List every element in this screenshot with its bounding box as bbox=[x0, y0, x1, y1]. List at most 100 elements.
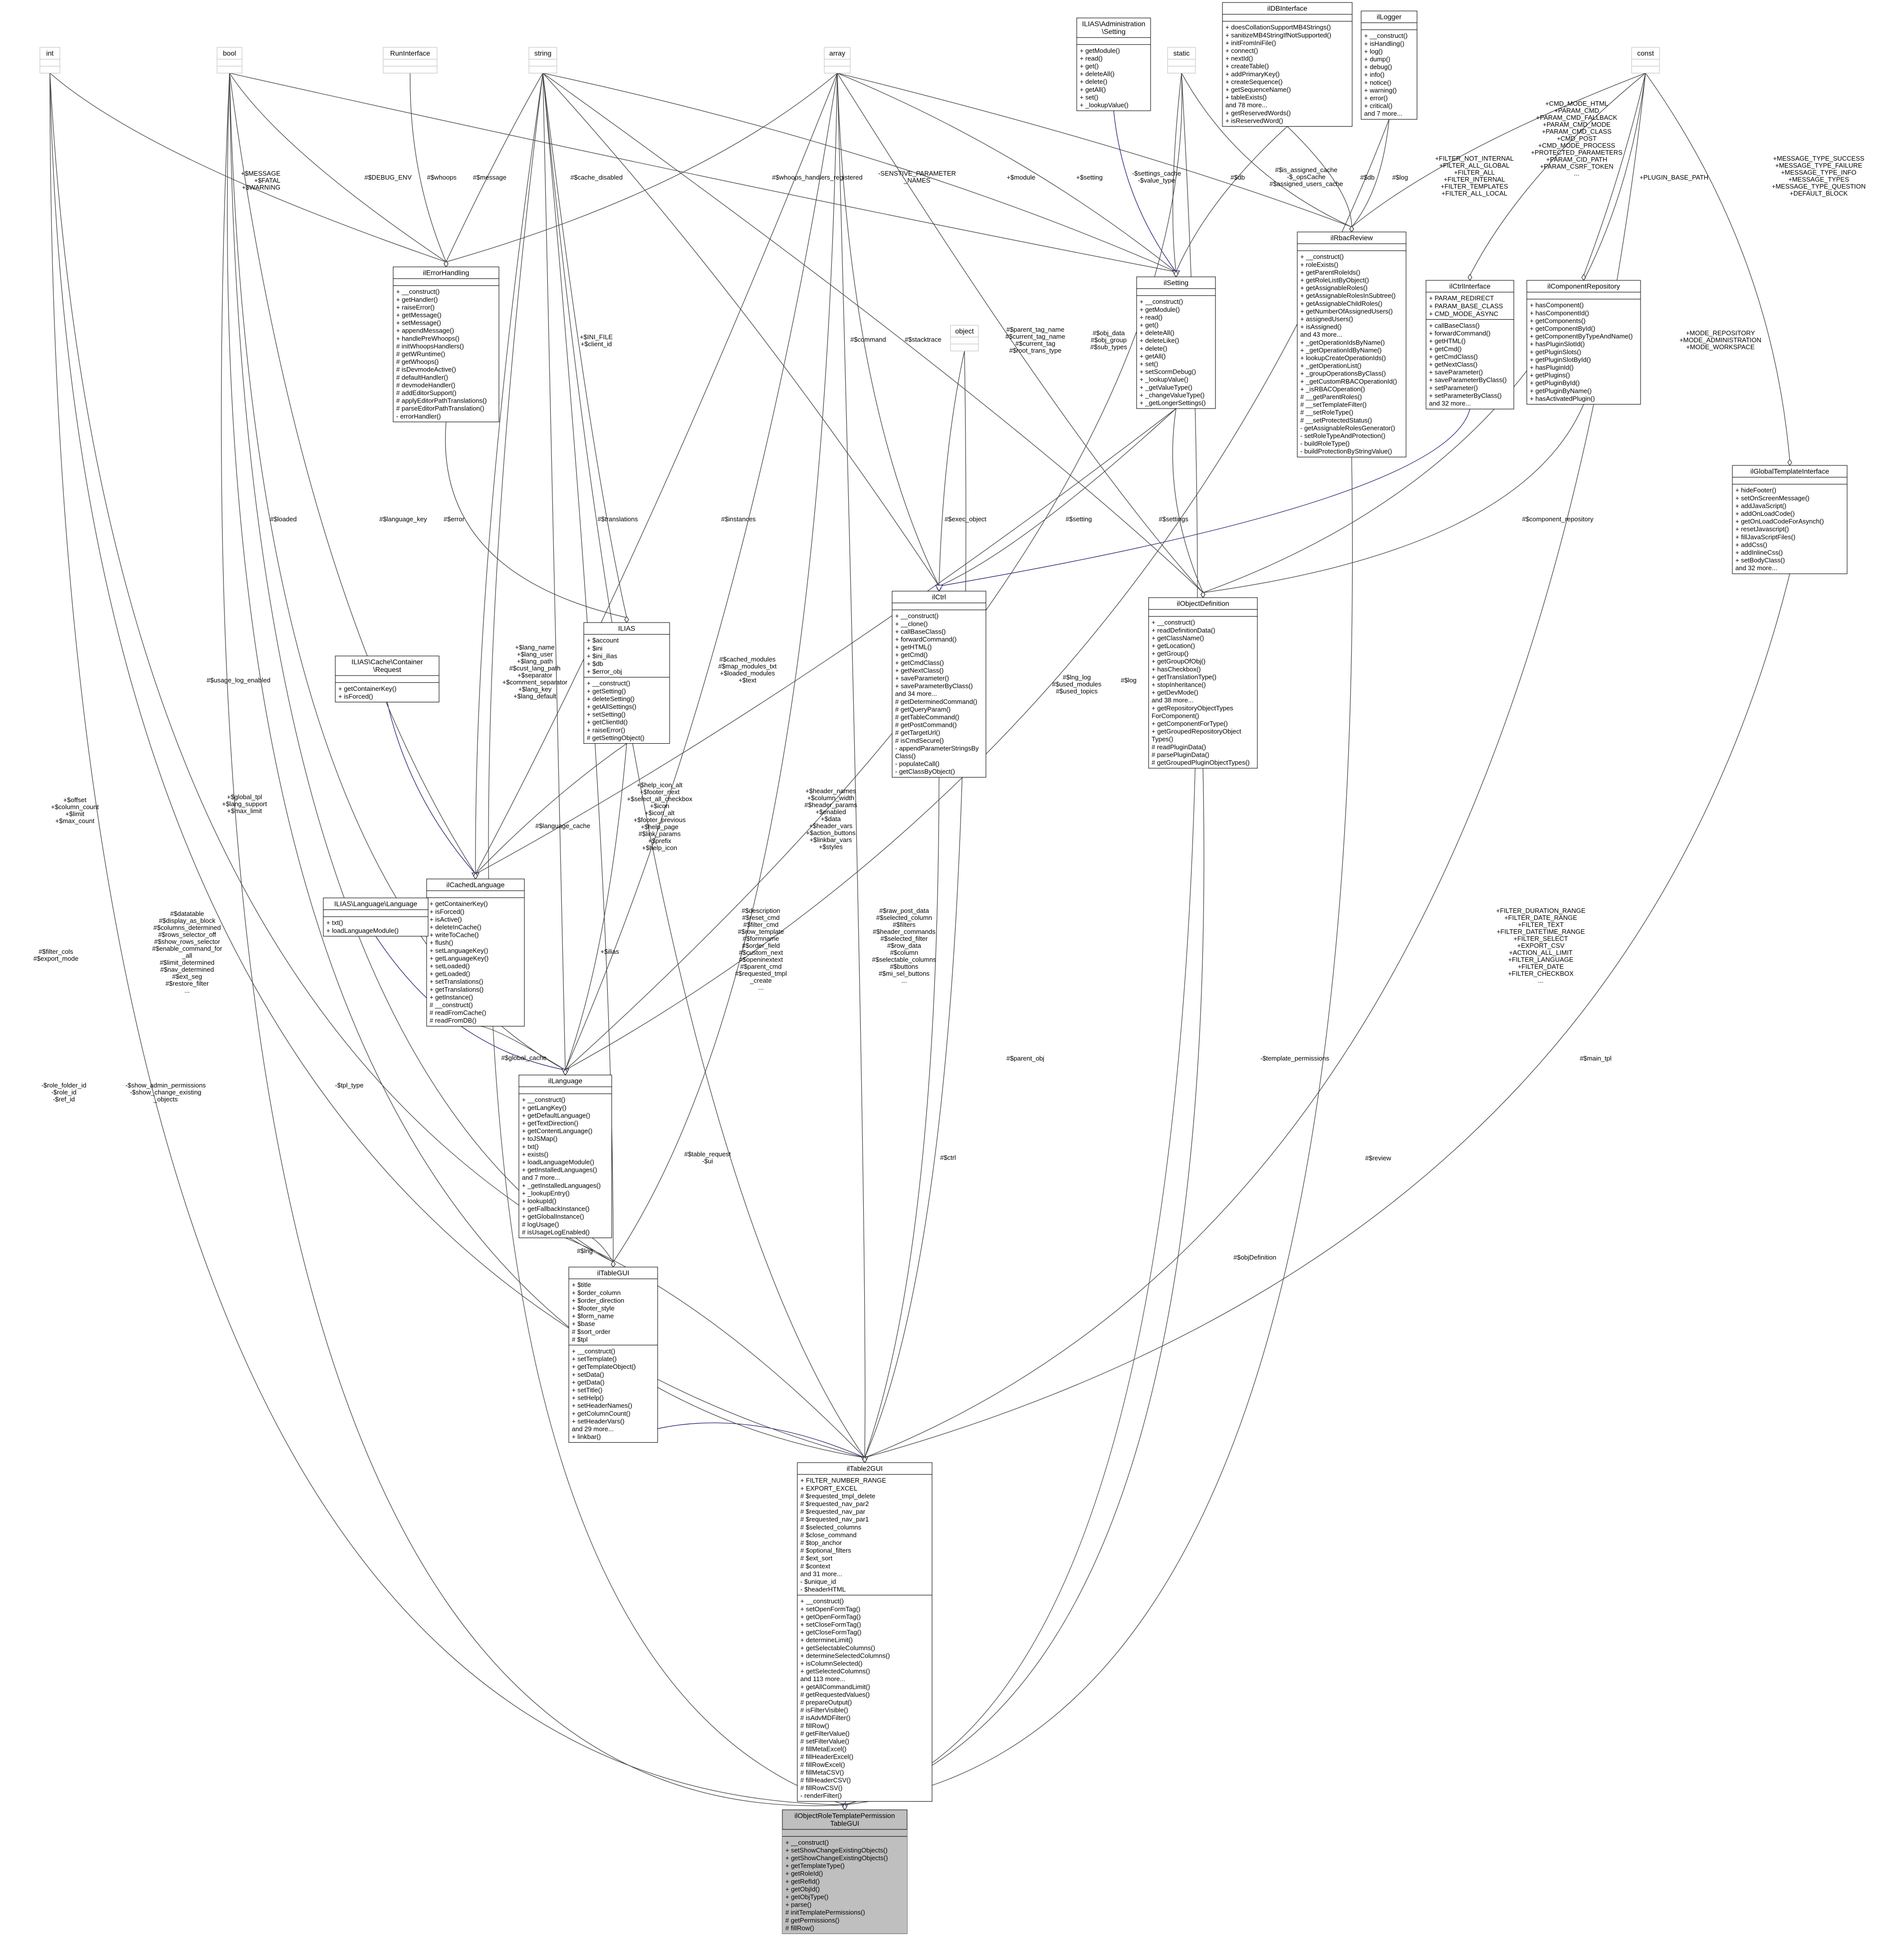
class-operation: + delete() bbox=[1140, 345, 1167, 352]
edge-label-line: +MESSAGE_TYPE_QUESTION bbox=[1772, 183, 1866, 190]
aggregation-diamond bbox=[1467, 273, 1472, 281]
edge-line bbox=[542, 73, 1203, 593]
class-operation: # __setTemplateFilter() bbox=[1300, 401, 1367, 409]
edge-label-line: +$linkbar_vars bbox=[810, 836, 852, 844]
class-title: ilCachedLanguage bbox=[447, 881, 505, 889]
edge-line bbox=[844, 457, 1353, 1805]
class-operation: + setParameter() bbox=[1429, 384, 1478, 392]
edge-line bbox=[1172, 73, 1182, 272]
edge-label-line: +$lang_default bbox=[513, 692, 556, 700]
class-operation: # getWRuntime() bbox=[396, 350, 445, 358]
edge-assoc-array-to-ilctrl bbox=[837, 73, 942, 592]
edge-label-line: +$styles bbox=[819, 843, 843, 851]
edge-line bbox=[565, 73, 1183, 1071]
edge-label-line: +FILTER_INTERNAL bbox=[1444, 176, 1505, 183]
class-operation: # getFilterValue() bbox=[800, 1729, 850, 1737]
class-operation: + getCmd() bbox=[1429, 345, 1461, 353]
edge-line bbox=[1583, 73, 1646, 276]
edge-label-line: ... bbox=[758, 984, 764, 991]
edge-label-comprepo: #$component_repository bbox=[1522, 515, 1594, 523]
class-box bbox=[518, 1075, 612, 1238]
class-operation: + setTemplate() bbox=[572, 1355, 617, 1363]
aggregation-diamond bbox=[611, 1260, 616, 1268]
edge-label-line: #$root_trans_type bbox=[1009, 347, 1062, 354]
class-attribute: + $error_obj bbox=[587, 668, 622, 675]
class-operation: + getShowChangeExistingObjects() bbox=[785, 1854, 888, 1862]
edge-assoc-object-to-ilctrl bbox=[937, 351, 965, 592]
class-operation: + delete() bbox=[1080, 78, 1107, 85]
class-operation: + setHeaderVars() bbox=[572, 1417, 625, 1425]
edge-line bbox=[229, 73, 614, 1263]
class-operation: + deleteSetting() bbox=[587, 695, 635, 702]
edge-label-line: +$help_icon bbox=[642, 844, 677, 852]
class-operation: # getSettingObject() bbox=[587, 734, 645, 741]
edge-label-line: +FILTER_TEXT bbox=[1518, 921, 1564, 928]
edge-label-line: +$column_count bbox=[51, 803, 99, 811]
class-node-ilsetting: ilSetting+ __construct()+ getModule()+ r… bbox=[1136, 276, 1216, 409]
class-title: ILIAS bbox=[618, 625, 635, 633]
class-operation: + _changeValueType() bbox=[1140, 391, 1204, 399]
edge-line bbox=[844, 73, 1198, 1805]
class-operation: + getContainerKey() bbox=[430, 900, 488, 907]
edge-label-line: #$cached_modules bbox=[719, 655, 776, 663]
edge-label-objdata: #$obj_data#$obj_group#$sub_types bbox=[1090, 329, 1127, 351]
class-operation: + _groupOperationsByClass() bbox=[1300, 370, 1386, 377]
class-operation: + callBaseClass() bbox=[895, 628, 946, 635]
edge-label-line: #$openinextext bbox=[739, 956, 783, 963]
edge-line bbox=[542, 73, 940, 587]
diagram-edge-labels: +$MESSAGE+$FATAL+$WARNING#$DEBUG_ENV#$wh… bbox=[33, 100, 1866, 1261]
edge-line bbox=[1287, 126, 1352, 227]
class-operation: + txt() bbox=[522, 1143, 539, 1150]
edge-line bbox=[475, 73, 838, 874]
edge-label-line: +$offset bbox=[63, 796, 87, 804]
edge-label-line: +FILTER_SELECT bbox=[1513, 935, 1568, 942]
edge-label-review: #$review bbox=[1365, 1154, 1392, 1162]
class-title: ILIAS\Administration bbox=[1082, 20, 1146, 28]
class-operation: Types() bbox=[1152, 735, 1173, 743]
class-node-ilerrorhandling: ilErrorHandling+ __construct()+ getHandl… bbox=[393, 266, 499, 423]
class-title: ilRbacReview bbox=[1331, 234, 1374, 242]
edge-label-line: +ACTION_ALL_LIMIT bbox=[1509, 949, 1573, 956]
edge-line bbox=[542, 73, 1177, 272]
edge-label-line: +$lang_key bbox=[518, 685, 552, 693]
class-operation: + getComponents() bbox=[1530, 317, 1586, 324]
edge-label-description: #$description#$reset_cmd#$filter_cmd#$ro… bbox=[735, 907, 787, 991]
edge-label-line: #$filter_cmd bbox=[743, 921, 779, 928]
edge-label-line: -$role_id bbox=[51, 1088, 77, 1096]
aggregation-diamond bbox=[1787, 458, 1792, 466]
class-box bbox=[1136, 276, 1216, 409]
class-operation: # setFilterValue() bbox=[800, 1737, 849, 1745]
class-operation: + determineSelectedColumns() bbox=[800, 1652, 890, 1659]
class-operation: + getGroupOfObj() bbox=[1152, 657, 1205, 665]
edge-label-filterdur: +FILTER_DURATION_RANGE+FILTER_DATE_RANGE… bbox=[1496, 907, 1585, 984]
class-title: TableGUI bbox=[830, 1819, 859, 1827]
edge-label-moderepo: +MODE_REPOSITORY+MODE_ADMINISTRATION+MOD… bbox=[1679, 329, 1761, 351]
class-node-array: array bbox=[824, 47, 851, 74]
class-operation: + fillJavaScriptFiles() bbox=[1735, 533, 1795, 541]
class-operation: + __clone() bbox=[895, 620, 928, 628]
class-attribute: + $account bbox=[587, 637, 619, 644]
edge-label-line: #$parent_tag_name bbox=[1006, 326, 1064, 333]
edge-label-line: #$lng_log bbox=[1063, 673, 1091, 681]
class-operation: + getDevMode() bbox=[1152, 689, 1198, 696]
class-operation: + forwardCommand() bbox=[1429, 330, 1490, 337]
class-operation: + raiseError() bbox=[396, 303, 435, 311]
edge-assoc-ilerrorhandling-to-ilias bbox=[445, 422, 629, 624]
edge-label-line: -$ui bbox=[702, 1157, 713, 1165]
class-operation: + setTranslations() bbox=[430, 978, 483, 985]
class-operation: + setScormDebug() bbox=[1140, 368, 1196, 376]
aggregation-diamond bbox=[1349, 225, 1354, 233]
edge-line bbox=[1645, 73, 1790, 461]
edge-label-line: +CMD_MODE_PROCESS bbox=[1538, 142, 1616, 149]
edge-label-line: +$module bbox=[1007, 174, 1035, 181]
class-operation: # getRequestedValues() bbox=[800, 1691, 870, 1698]
class-operation: + isColumnSelected() bbox=[800, 1660, 863, 1667]
edge-label-line: +$footer_next bbox=[640, 788, 680, 796]
class-operation: + getOnLoadCodeForAsynch() bbox=[1735, 518, 1824, 525]
edge-label-line: #$display_as_block bbox=[159, 917, 216, 924]
class-operation: + getCloseFormTag() bbox=[800, 1629, 861, 1636]
class-node-ilctrlinterface: ilCtrlInterface+ PARAM_REDIRECT+ PARAM_B… bbox=[1426, 280, 1514, 410]
class-operation: + getLanguageKey() bbox=[430, 954, 488, 962]
edge-label-line: #$description bbox=[741, 907, 780, 914]
edge-label-line: -$ref_id bbox=[53, 1095, 75, 1103]
